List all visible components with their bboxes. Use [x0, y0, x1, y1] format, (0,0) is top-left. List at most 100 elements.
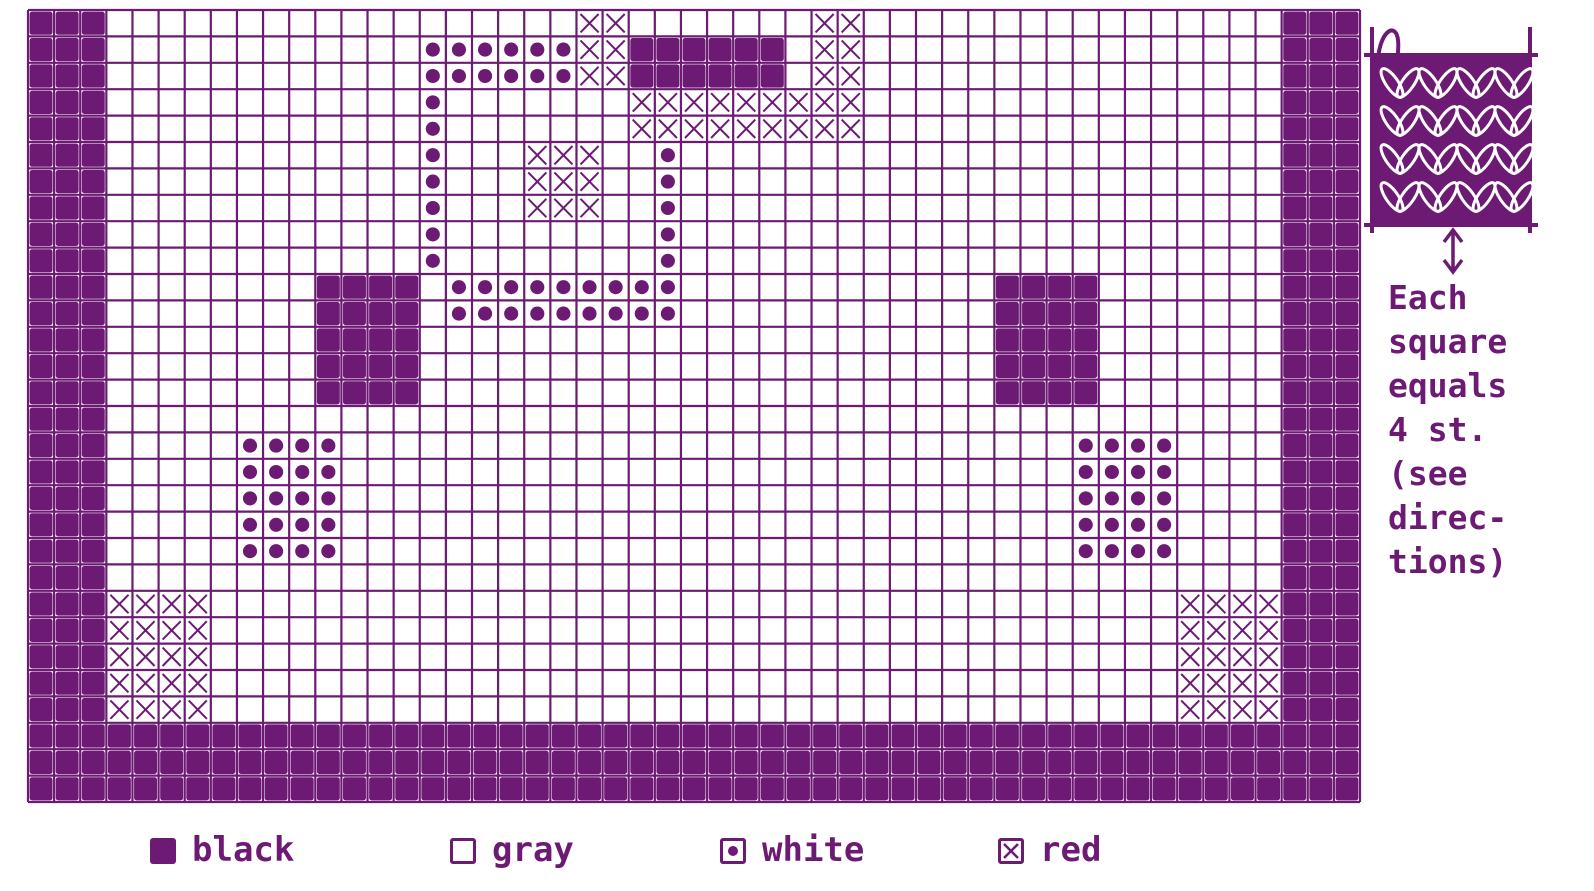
chart-cell-red — [659, 120, 677, 138]
chart-cell-black — [1283, 566, 1306, 589]
chart-cell-black — [761, 64, 784, 87]
chart-cell-black — [970, 777, 993, 800]
chart-cell-black — [1309, 513, 1332, 536]
chart-cell-black — [1335, 724, 1358, 747]
chart-cell-white — [243, 491, 257, 505]
chart-cell-black — [1048, 777, 1071, 800]
chart-cell-red — [163, 674, 181, 692]
chart-cell-black — [291, 724, 314, 747]
chart-cell-black — [1335, 64, 1358, 87]
chart-cell-black — [56, 38, 79, 61]
chart-cell-black — [108, 777, 131, 800]
chart-cell-red — [685, 93, 703, 111]
chart-cell-black — [996, 276, 1019, 299]
chart-cell-black — [1309, 698, 1332, 721]
note-line: Each — [1388, 276, 1467, 320]
chart-cell-white — [1105, 518, 1119, 532]
chart-cell-black — [1309, 170, 1332, 193]
chart-cell-white — [321, 465, 335, 479]
chart-cell-white — [243, 518, 257, 532]
chart-cell-red — [528, 172, 546, 190]
chart-cell-white — [1079, 491, 1093, 505]
chart-cell-black — [787, 751, 810, 774]
chart-cell-black — [1100, 777, 1123, 800]
chart-cell-white — [452, 280, 466, 294]
chart-cell-black — [343, 777, 366, 800]
chart-cell-black — [186, 724, 209, 747]
chart-cell-black — [839, 777, 862, 800]
chart-cell-black — [1283, 223, 1306, 246]
chart-cell-red — [580, 172, 598, 190]
chart-cell-white — [1105, 491, 1119, 505]
chart-cell-black — [1309, 12, 1332, 35]
chart-cell-black — [421, 777, 444, 800]
chart-cell-black — [1048, 751, 1071, 774]
chart-cell-red — [842, 40, 860, 58]
chart-cell-black — [656, 724, 679, 747]
chart-cell-black — [265, 777, 288, 800]
chart-cell-white — [661, 307, 675, 321]
chart-cell-black — [735, 64, 758, 87]
chart-cell-black — [1335, 91, 1358, 114]
chart-cell-black — [265, 751, 288, 774]
chart-cell-red — [1233, 674, 1251, 692]
chart-cell-black — [1283, 619, 1306, 642]
chart-cell-black — [1022, 724, 1045, 747]
chart-cell-black — [395, 276, 418, 299]
chart-cell-white — [1131, 518, 1145, 532]
chart-cell-black — [56, 513, 79, 536]
chart-cell-black — [30, 619, 53, 642]
chart-cell-black — [212, 724, 235, 747]
chart-cell-black — [1309, 223, 1332, 246]
chart-cell-black — [1309, 38, 1332, 61]
chart-cell-red — [763, 93, 781, 111]
chart-cell-red — [136, 621, 154, 639]
chart-cell-black — [82, 38, 105, 61]
chart-cell-red — [1233, 595, 1251, 613]
chart-cell-black — [317, 751, 340, 774]
chart-cell-white — [321, 491, 335, 505]
chart-cell-black — [709, 724, 732, 747]
chart-cell-black — [30, 38, 53, 61]
chart-cell-black — [474, 777, 497, 800]
chart-cell-black — [1335, 408, 1358, 431]
chart-cell-black — [1283, 381, 1306, 404]
chart-cell-black — [265, 724, 288, 747]
chart-cell-black — [134, 751, 157, 774]
chart-cell-black — [1205, 724, 1228, 747]
chart-cell-white — [1157, 544, 1171, 558]
chart-cell-white — [609, 280, 623, 294]
chart-cell-black — [56, 566, 79, 589]
chart-cell-black — [1335, 540, 1358, 563]
chart-cell-white — [582, 280, 596, 294]
chart-cell-black — [56, 724, 79, 747]
chart-cell-white — [321, 439, 335, 453]
chart-cell-black — [1335, 144, 1358, 167]
chart-cell-white — [609, 307, 623, 321]
chart-cell-black — [1283, 117, 1306, 140]
chart-cell-black — [56, 170, 79, 193]
chart-cell-white — [269, 491, 283, 505]
chart-cell-black — [1335, 170, 1358, 193]
chart-cell-black — [82, 672, 105, 695]
chart-cell-black — [1309, 777, 1332, 800]
chart-cell-white — [295, 544, 309, 558]
chart-cell-black — [630, 751, 653, 774]
chart-cell-black — [56, 355, 79, 378]
chart-cell-black — [1257, 751, 1280, 774]
chart-cell-red — [1207, 674, 1225, 692]
chart-cell-black — [1283, 64, 1306, 87]
chart-cell-black — [578, 751, 601, 774]
chart-cell-black — [30, 117, 53, 140]
chart-cell-black — [1335, 249, 1358, 272]
chart-cell-black — [1309, 460, 1332, 483]
chart-cell-black — [56, 196, 79, 219]
chart-cell-white — [426, 254, 440, 268]
chart-cell-black — [709, 777, 732, 800]
chart-cell-black — [56, 12, 79, 35]
chart-cell-black — [291, 777, 314, 800]
chart-cell-black — [761, 751, 784, 774]
chart-cell-black — [839, 751, 862, 774]
chart-cell-black — [891, 724, 914, 747]
chart-cell-white — [295, 518, 309, 532]
